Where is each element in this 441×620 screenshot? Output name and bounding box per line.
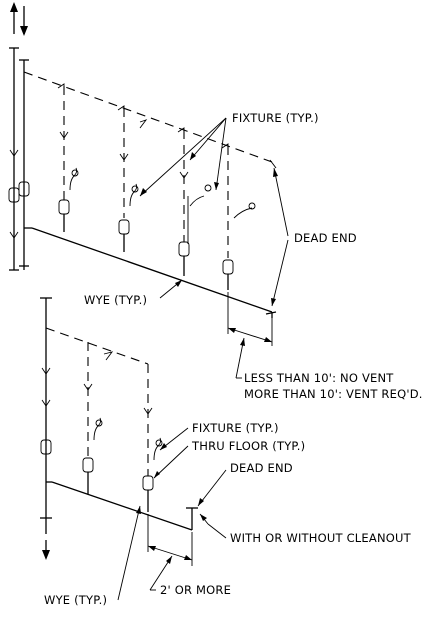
upper-diagram: FIXTURE (TYP.) DEAD END WYE (TYP.) LESS … — [8, 2, 423, 401]
lower-dead-end-label: DEAD END — [230, 461, 293, 475]
lower-fixture-fittings — [82, 417, 163, 512]
lower-main-stack — [40, 297, 52, 560]
lower-wye-label: WYE (TYP.) — [44, 593, 107, 607]
upper-distance-note-line1: LESS THAN 10': NO VENT — [244, 371, 394, 385]
upper-fixture-fittings — [58, 167, 256, 290]
upper-wye-label: WYE (TYP.) — [84, 293, 147, 307]
upper-vent-header — [23, 71, 277, 169]
lower-diagram: FIXTURE (TYP.) THRU FLOOR (TYP.) DEAD EN… — [40, 297, 412, 607]
upper-horizontal-drain — [24, 227, 277, 318]
lower-cleanout-label: WITH OR WITHOUT CLEANOUT — [230, 531, 412, 545]
upper-fixture-label: FIXTURE (TYP.) — [232, 111, 319, 125]
lower-thru-floor-label: THRU FLOOR (TYP.) — [191, 439, 305, 453]
lower-vent-header — [45, 327, 153, 476]
lower-fixture-label: FIXTURE (TYP.) — [192, 421, 279, 435]
upper-leaders — [139, 117, 289, 379]
upper-dead-end-label: DEAD END — [294, 231, 357, 245]
lower-dimension-line — [147, 514, 193, 566]
lower-horizontal-drain — [46, 481, 198, 531]
lower-distance-label: 2' OR MORE — [160, 583, 231, 597]
upper-main-stack — [8, 2, 30, 271]
upper-dimension-line — [227, 292, 273, 346]
upper-vent-risers — [57, 83, 229, 258]
upper-distance-note-line2: MORE THAN 10': VENT REQ'D. — [244, 387, 423, 401]
lower-leaders — [117, 427, 227, 601]
